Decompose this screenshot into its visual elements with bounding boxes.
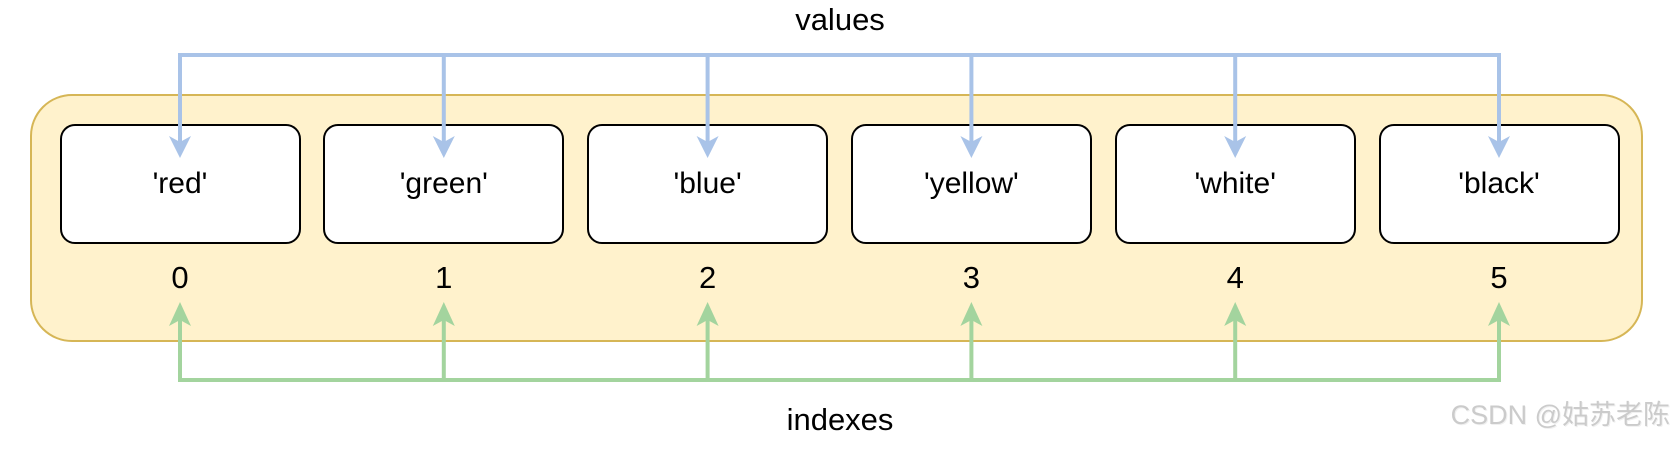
- index-label: 5: [1490, 260, 1508, 295]
- list-item-value: 'red': [152, 167, 208, 200]
- list-item-value: 'yellow': [923, 167, 1019, 200]
- list-item-box: 'yellow': [850, 124, 1092, 244]
- list-item-value: 'black': [1458, 167, 1540, 200]
- index-label: 3: [962, 260, 981, 295]
- list-item-value: 'green': [399, 167, 488, 200]
- watermark: CSDN @姑苏老陈: [1450, 400, 1670, 430]
- list-item-box: 'red': [59, 124, 301, 244]
- index-label: 0: [171, 260, 189, 295]
- indexes-label: indexes: [786, 402, 894, 437]
- index-label: 1: [435, 260, 453, 295]
- list-item-value: 'white': [1194, 167, 1276, 200]
- list-item-box: 'green': [323, 124, 565, 244]
- index-label: 2: [698, 260, 717, 295]
- list-item-box: 'blue': [587, 124, 829, 244]
- values-label: values: [795, 2, 885, 37]
- index-label: 4: [1226, 260, 1244, 295]
- list-item-value: 'blue': [673, 167, 742, 200]
- list-item-box: 'white': [1114, 124, 1356, 244]
- list-item-box: 'black': [1378, 124, 1620, 244]
